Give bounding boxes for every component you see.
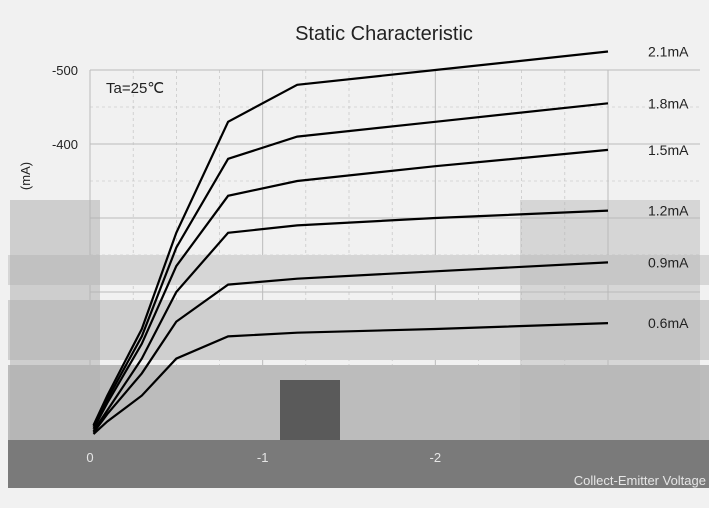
y-axis-label: (mA): [18, 162, 33, 190]
artifact-band-3: [8, 365, 709, 440]
series-label: 1.8mA: [648, 95, 689, 111]
x-axis-label: Collect-Emitter Voltage: [574, 473, 706, 488]
series-labels: 2.1mA 1.8mA 1.5mA 1.2mA 0.9mA 0.6mA: [648, 44, 689, 332]
left-artifact-block: [10, 200, 100, 440]
series-label: 1.5mA: [648, 142, 689, 158]
series-line: [92, 209, 609, 432]
artifact-bands: [8, 200, 709, 488]
series-label: 0.6mA: [648, 315, 689, 331]
series-line: [92, 148, 609, 430]
series-label: 0.9mA: [648, 254, 689, 270]
y-tick-label: -500: [52, 63, 78, 78]
condition-label: Ta=25℃: [106, 80, 164, 97]
series-line: [92, 261, 609, 434]
chart-title: Static Characteristic: [295, 23, 473, 45]
right-artifact-block: [520, 200, 700, 440]
series-lines: [92, 50, 609, 435]
x-tick-label: 0: [86, 450, 93, 465]
bottom-dark-band: [8, 440, 709, 488]
y-tick-label: -400: [52, 137, 78, 152]
series-label: 1.2mA: [648, 203, 689, 219]
artifact-band-1: [8, 255, 709, 285]
series-line: [92, 322, 609, 435]
x-tick-label: -2: [430, 450, 442, 465]
dark-artifact-block: [280, 380, 340, 440]
y-tick-labels: -500 -400: [52, 63, 78, 152]
x-tick-label: -1: [257, 450, 269, 465]
x-tick-labels: -2 -1 0: [86, 450, 441, 465]
series-label: 2.1mA: [648, 44, 689, 60]
series-line: [92, 50, 609, 426]
series-line: [92, 102, 609, 428]
